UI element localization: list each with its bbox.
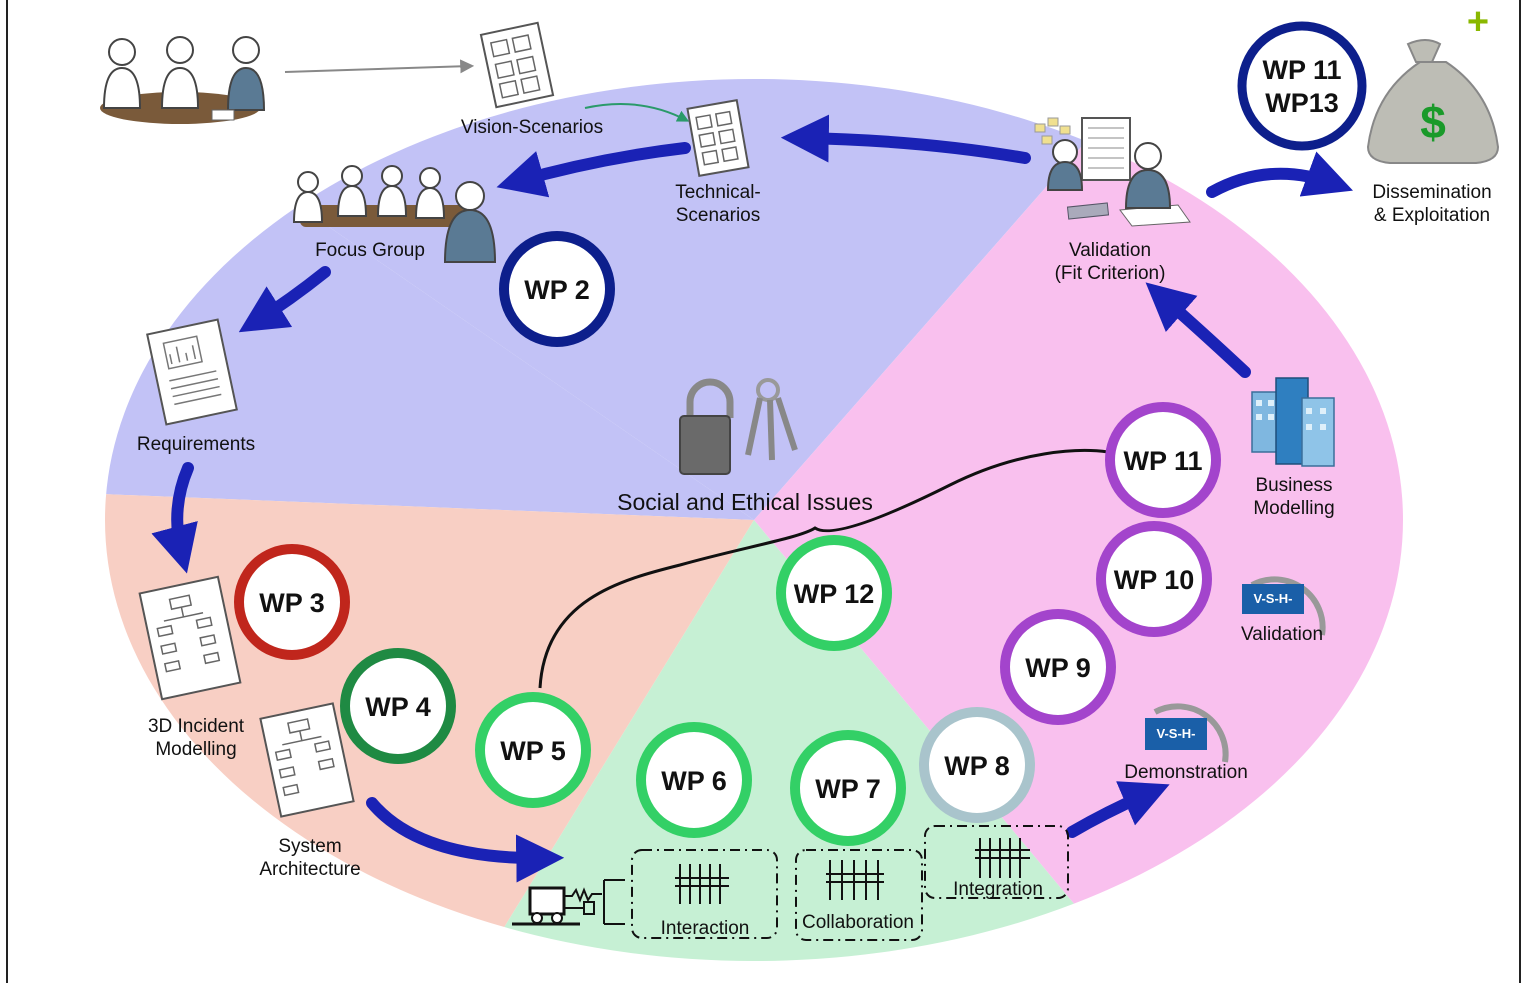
arrow-vision-to-technical xyxy=(584,103,690,122)
integration-label: Integration xyxy=(953,879,1043,900)
technical-scenarios-label-line1: Technical- xyxy=(675,182,761,203)
wp-11-circle[interactable]: WP 11 xyxy=(1105,402,1221,518)
wp-9-label: WP 9 xyxy=(1025,653,1091,683)
validation-fit-label-line1: Validation xyxy=(1069,240,1151,261)
validation-fit-label-line2: (Fit Criterion) xyxy=(1055,263,1166,284)
arrow-requirements-to-incident xyxy=(151,462,198,574)
wp-7-label: WP 7 xyxy=(815,774,881,804)
wp-11-13-circle[interactable]: WP 11 WP13 xyxy=(1237,21,1367,151)
vision-scenarios-document-icon xyxy=(479,21,555,109)
business-modelling-label-line2: Modelling xyxy=(1253,498,1334,519)
vsh-validation-badge: V-S-H- xyxy=(1242,576,1326,636)
validation-meeting-illustration xyxy=(1034,117,1191,227)
wp-5-circle[interactable]: WP 5 xyxy=(475,692,591,808)
wp-13-top-label: WP13 xyxy=(1265,88,1339,118)
validation-label: Validation xyxy=(1241,624,1323,645)
work-packages: WP 2 WP 3 WP 4 WP 5 WP 6 WP 7 WP 8 WP 9 xyxy=(234,21,1367,846)
dissemination-label-line2: & Exploitation xyxy=(1374,205,1490,226)
business-modelling-label-line1: Business xyxy=(1255,475,1332,496)
wp-6-label: WP 6 xyxy=(661,766,727,796)
wp-6-circle[interactable]: WP 6 xyxy=(636,722,752,838)
device-icon xyxy=(512,879,625,926)
wp-5-label: WP 5 xyxy=(500,736,566,766)
arrow-architecture-to-modules xyxy=(366,797,565,883)
wp-11-top-label: WP 11 xyxy=(1262,55,1341,85)
arrow-validation-to-technical xyxy=(780,114,1031,164)
vsh-demonstration-badge: V-S-H- xyxy=(1145,703,1229,763)
plus-icon: + xyxy=(1467,1,1489,43)
wp-3-circle[interactable]: WP 3 xyxy=(234,544,350,660)
arrow-validation-to-dissemination xyxy=(1206,151,1354,198)
collaboration-box xyxy=(795,849,923,941)
system-architecture-document-icon xyxy=(259,702,355,818)
wp-12-label: WP 12 xyxy=(794,579,875,609)
wp-3-label: WP 3 xyxy=(259,588,325,618)
social-ethical-issues-title: Social and Ethical Issues xyxy=(617,489,873,515)
vsh-validation-text: V-S-H- xyxy=(1254,591,1293,606)
wp-10-circle[interactable]: WP 10 xyxy=(1096,521,1212,637)
wp-4-circle[interactable]: WP 4 xyxy=(340,648,456,764)
collaboration-glyph xyxy=(826,860,884,900)
arrow-focus-to-requirements xyxy=(238,266,331,333)
requirements-label: Requirements xyxy=(137,434,255,455)
wp-8-label: WP 8 xyxy=(944,751,1010,781)
technical-scenarios-label-line2: Scenarios xyxy=(676,205,761,226)
focus-group-label: Focus Group xyxy=(315,240,425,261)
vision-scenarios-label: Vision-Scenarios xyxy=(461,117,603,138)
arrow-meeting-to-vision xyxy=(284,59,475,74)
system-architecture-label-line2: Architecture xyxy=(259,859,360,880)
wp-8-circle[interactable]: WP 8 xyxy=(919,707,1035,823)
wp-2-label: WP 2 xyxy=(524,275,590,305)
demonstration-label: Demonstration xyxy=(1124,762,1248,783)
interaction-box xyxy=(631,849,778,939)
wp-10-label: WP 10 xyxy=(1114,565,1195,595)
meeting-illustration xyxy=(100,36,266,124)
arrow-technical-to-focus xyxy=(496,142,691,198)
lock-and-keys-icon xyxy=(679,378,798,475)
arrow-integration-to-demonstration xyxy=(1066,781,1170,838)
requirements-document-icon xyxy=(146,318,238,426)
incident-modelling-document-icon xyxy=(138,575,242,701)
interaction-glyph xyxy=(675,864,729,904)
wp-4-label: WP 4 xyxy=(365,692,431,722)
focus-group-illustration xyxy=(292,165,497,263)
wp-12-circle[interactable]: WP 12 xyxy=(776,535,892,651)
wp-2-circle[interactable]: WP 2 xyxy=(499,231,615,347)
wp-9-circle[interactable]: WP 9 xyxy=(1000,609,1116,725)
integration-box xyxy=(924,825,1069,899)
dollar-sign: $ xyxy=(1420,96,1446,148)
interaction-label: Interaction xyxy=(661,918,750,939)
vsh-demonstration-text: V-S-H- xyxy=(1157,726,1196,741)
incident-modelling-label-line1: 3D Incident xyxy=(148,716,245,737)
integration-glyph xyxy=(975,838,1030,878)
money-bag-icon: $ xyxy=(1366,39,1500,164)
incident-modelling-label-line2: Modelling xyxy=(155,739,236,760)
module-icons: Interaction Collaboration Integration xyxy=(512,825,1069,941)
flow-arrows xyxy=(151,114,1354,883)
arrow-business-to-validation xyxy=(1145,282,1251,378)
wp-11-label: WP 11 xyxy=(1123,446,1202,476)
technical-scenarios-document-icon xyxy=(686,99,750,177)
system-architecture-label-line1: System xyxy=(278,836,341,857)
collaboration-label: Collaboration xyxy=(802,912,914,933)
business-buildings-icon xyxy=(1251,377,1335,467)
wp-7-circle[interactable]: WP 7 xyxy=(790,730,906,846)
dissemination-label-line1: Dissemination xyxy=(1372,182,1491,203)
social-issues-brace xyxy=(538,449,1109,689)
